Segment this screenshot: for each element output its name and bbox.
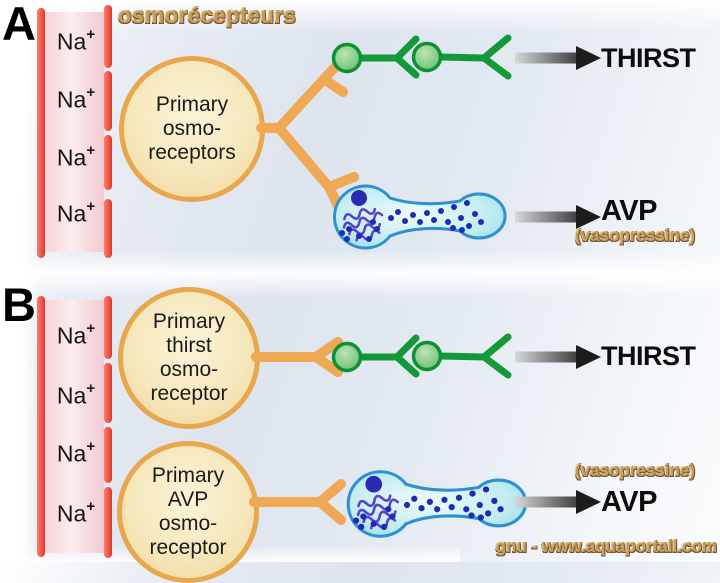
background-sheen-top <box>0 0 720 34</box>
avp-neuron-a <box>333 184 507 250</box>
na-charge: + <box>86 142 96 159</box>
membrane-interior-b <box>45 300 104 553</box>
na-charge: + <box>86 380 96 397</box>
avp-arrow-icon-b <box>515 490 601 514</box>
na-ion-label: Na+ <box>49 142 103 172</box>
receptor-label-line: Primary <box>152 310 226 334</box>
na-ion-label: Na+ <box>49 26 103 56</box>
avp-output-label: AVP <box>601 195 657 227</box>
panel-b-label: B <box>2 278 36 331</box>
vasopressine-label: (vasopressine) <box>575 461 695 480</box>
receptor-label-line: Primary <box>155 93 229 117</box>
membrane-outer-bar-b <box>37 296 45 557</box>
avp-output-label: AVP <box>601 486 657 518</box>
membrane-inner-segment <box>104 296 112 359</box>
receptor-label-line: receptor <box>150 381 228 405</box>
na-charge: + <box>86 198 96 215</box>
receptor-label-line: receptor <box>149 535 227 559</box>
receptor-label-line: osmo- <box>162 117 222 141</box>
membrane-interior-a <box>45 12 104 252</box>
membrane-inner-segment <box>104 427 112 483</box>
thirst-neuron-chain-a <box>334 38 509 76</box>
primary-thirst-osmoreceptor-cell: Primary thirst osmo- receptor <box>118 287 260 429</box>
membrane-inner-segment <box>104 5 112 68</box>
receptor-label-line: receptors <box>148 140 236 164</box>
membrane-outer-bar-a <box>37 8 45 258</box>
figure-title: osmorécepteurs <box>118 3 297 28</box>
na-charge: + <box>86 320 96 337</box>
membrane-inner-segment <box>104 487 112 558</box>
primary-avp-osmoreceptor-cell: Primary AVP osmo- receptor <box>117 441 259 583</box>
receptor-label-line: osmo- <box>159 358 219 381</box>
receptor-label-line: Primary <box>151 464 225 488</box>
vasopressine-label: (vasopressine) <box>575 226 695 245</box>
na-ion-label: Na+ <box>49 84 103 114</box>
na-symbol: Na <box>56 440 87 467</box>
na-ion-label: Na+ <box>49 320 103 350</box>
na-charge: + <box>86 84 96 101</box>
na-symbol: Na <box>56 86 87 113</box>
avp-neuron-b <box>346 470 528 538</box>
thirst-arrow-icon-b <box>515 345 601 369</box>
primary-osmoreceptor-cell: Primary osmo- receptors <box>119 56 265 202</box>
na-symbol: Na <box>56 382 87 409</box>
na-charge: + <box>86 498 96 515</box>
diagram-artwork <box>249 0 601 538</box>
na-ion-label: Na+ <box>49 198 103 228</box>
receptor-label-line: thirst <box>166 334 212 358</box>
watermark: gnu - www.aquaportall.com <box>495 537 717 556</box>
panel-divider-band <box>0 250 720 298</box>
panel-a-label: A <box>2 0 36 50</box>
na-charge: + <box>86 438 96 455</box>
thirst-neuron-chain-b <box>334 337 509 375</box>
na-symbol: Na <box>56 500 87 527</box>
na-symbol: Na <box>56 322 87 349</box>
na-ion-label: Na+ <box>49 498 103 528</box>
receptor-label-line: osmo- <box>158 512 218 535</box>
na-charge: + <box>86 26 96 43</box>
na-symbol: Na <box>56 144 87 171</box>
membrane-inner-segment <box>104 199 112 258</box>
na-ion-label: Na+ <box>49 438 103 468</box>
na-symbol: Na <box>56 200 87 227</box>
thirst-output-label: THIRST <box>601 43 696 73</box>
receptor-label-line: AVP <box>167 488 209 512</box>
osmoreceptor-dendrite-branch-a <box>256 58 359 213</box>
membrane-inner-segment <box>104 363 112 423</box>
na-symbol: Na <box>56 28 87 55</box>
thirst-output-label: THIRST <box>601 341 696 371</box>
membrane-inner-segment <box>104 71 112 131</box>
avp-receptor-dendrite-b <box>249 479 346 525</box>
thirst-arrow-icon-a <box>515 46 601 70</box>
membrane-inner-segment <box>104 135 112 190</box>
na-ion-label: Na+ <box>49 380 103 410</box>
thirst-receptor-dendrite-b <box>251 337 343 377</box>
